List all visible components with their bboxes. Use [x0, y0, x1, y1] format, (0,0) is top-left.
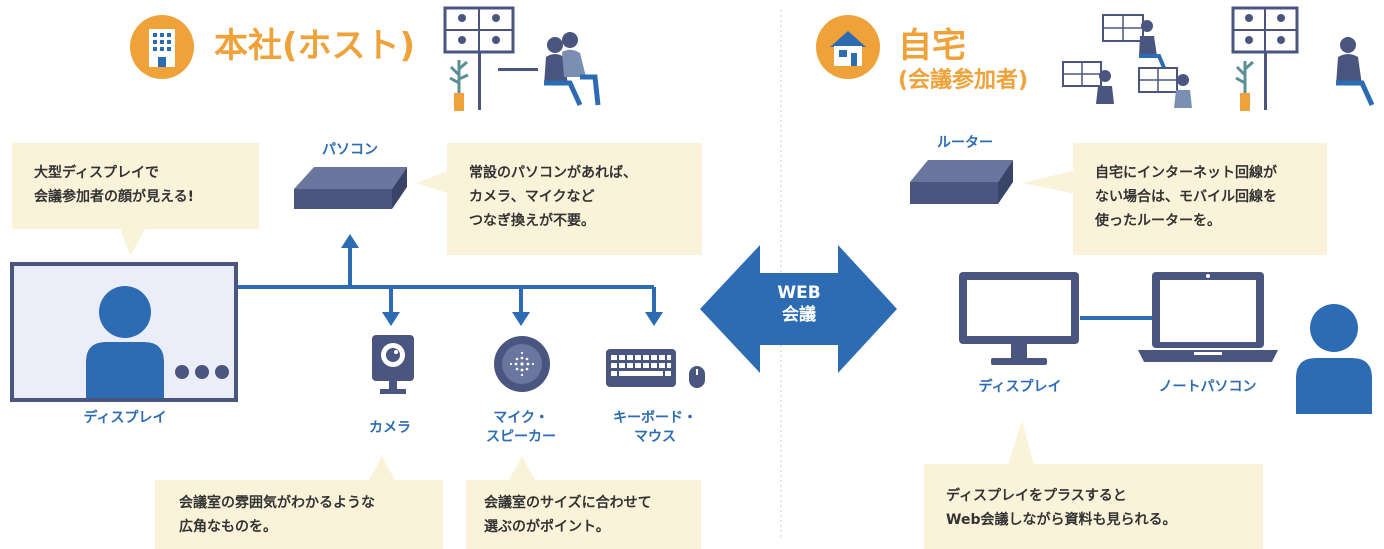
mic-note-line-2: 選ぶのがポイント。 [484, 519, 610, 535]
pc-note-pointer [416, 170, 450, 194]
laptop-label: ノートパソコン [1158, 379, 1257, 395]
house-icon-badge [816, 15, 880, 79]
router-note: 自宅にインターネット回線が ない場合は、モバイル回線を 使ったルーターを。 [1073, 143, 1327, 255]
camera-note-line-1: 会議室の雰囲気がわかるような [179, 495, 375, 511]
home-display-label: ディスプレイ [978, 379, 1062, 395]
home-subtitle: (会議参加者) [898, 68, 1029, 93]
display-note-line-2: 会議参加者の顔が見える! [34, 189, 194, 205]
display-note-pointer [120, 228, 146, 256]
home-display-note-line-2: Web会議しながら資料も見られる。 [946, 512, 1177, 528]
home-devices-connection [1080, 316, 1160, 320]
microphone-icon [494, 336, 550, 392]
pc-icon [294, 167, 407, 209]
building-icon [149, 29, 175, 67]
person-icon [1296, 304, 1372, 414]
pc-note-line-2: カメラ、マイクなど [469, 189, 595, 205]
camera-label: カメラ [369, 420, 411, 436]
meeting-display-icon [10, 262, 238, 402]
building-icon-badge [130, 15, 194, 79]
person-icon [86, 286, 164, 398]
web-meeting-line-2: 会議 [782, 305, 816, 325]
router-icon [910, 160, 1013, 204]
mouse-icon [689, 366, 705, 388]
pc-label: パソコン [322, 142, 378, 158]
home-display-note-line-1: ディスプレイをプラスすると [946, 488, 1127, 504]
keyboard-label-line-2: マウス [634, 429, 676, 445]
router-note-line-3: 使ったルーターを。 [1095, 213, 1221, 229]
pc-note-line-3: つなぎ換えが不要。 [469, 213, 595, 229]
web-meeting-text: WEB 会議 [760, 282, 838, 326]
home-meeting-illustration-small [1062, 14, 1192, 108]
house-icon [830, 31, 866, 66]
camera-note-line-2: 広角なものを。 [179, 519, 277, 535]
web-meeting-line-1: WEB [777, 283, 821, 303]
pc-note-line-1: 常設のパソコンがあれば、 [469, 165, 637, 181]
camera-note: 会議室の雰囲気がわかるような 広角なものを。 [155, 480, 443, 549]
monitor-icon [959, 272, 1079, 365]
home-display-note: ディスプレイをプラスすると Web会議しながら資料も見られる。 [924, 464, 1263, 549]
router-note-pointer [1022, 170, 1076, 194]
laptop-icon [1138, 272, 1278, 362]
keyboard-icon [606, 349, 676, 387]
camera-note-pointer [368, 456, 396, 482]
mic-label: マイク・ スピーカー [470, 409, 572, 447]
camera-icon [372, 335, 414, 394]
router-note-line-2: ない場合は、モバイル回線を [1095, 189, 1277, 205]
office-display-label: ディスプレイ [83, 410, 167, 426]
home-title: 自宅 [898, 26, 966, 66]
keyboard-label-line-1: キーボード・ [613, 410, 697, 426]
mic-note-line-1: 会議室のサイズに合わせて [484, 495, 652, 511]
mic-label-line-1: マイク・ [493, 410, 549, 426]
display-note: 大型ディスプレイで 会議参加者の顔が見える! [12, 143, 259, 229]
pc-note: 常設のパソコンがあれば、 カメラ、マイクなど つなぎ換えが不要。 [447, 143, 702, 255]
home-display-note-pointer [1008, 420, 1034, 466]
router-note-line-1: 自宅にインターネット回線が [1095, 165, 1277, 181]
mic-note: 会議室のサイズに合わせて 選ぶのがポイント。 [466, 480, 701, 549]
mic-label-line-2: スピーカー [486, 429, 556, 445]
office-title: 本社(ホスト) [214, 26, 416, 66]
home-meeting-illustration [1231, 6, 1375, 111]
keyboard-label: キーボード・ マウス [595, 409, 715, 447]
display-note-line-1: 大型ディスプレイで [34, 165, 160, 181]
mic-note-pointer [508, 456, 536, 482]
router-label: ルーター [937, 135, 993, 151]
web-meeting-arrow [700, 245, 897, 373]
office-meeting-illustration [443, 6, 601, 111]
